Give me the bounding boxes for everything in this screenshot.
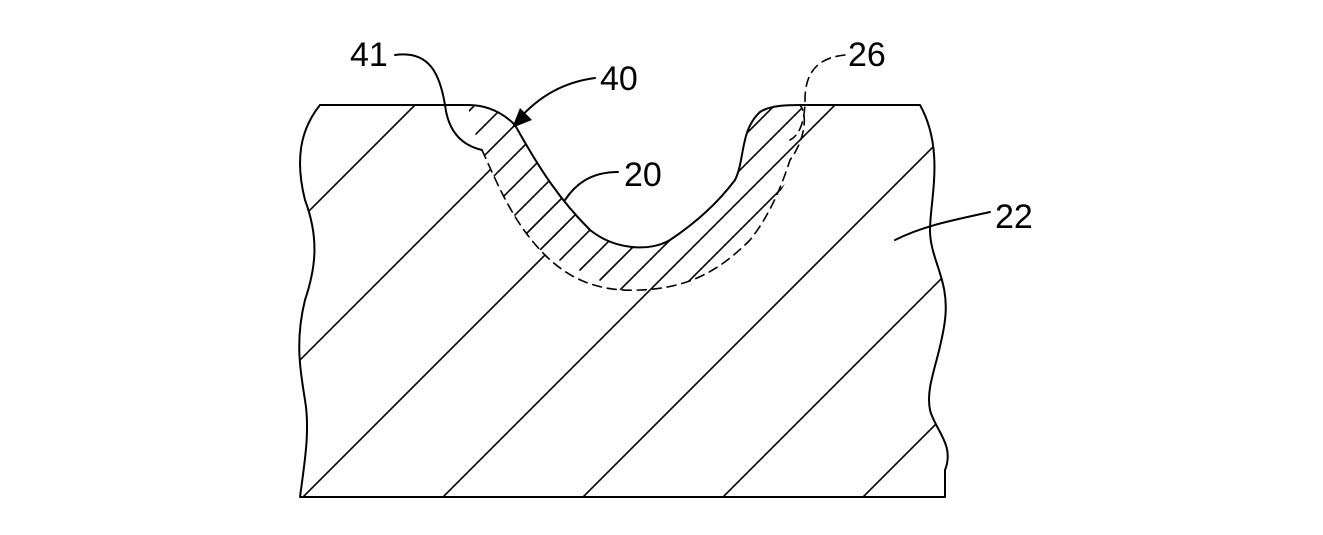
label-26: 26	[848, 36, 886, 74]
leader-20	[564, 171, 619, 201]
leader-22	[894, 211, 991, 241]
substrate-outline	[298, 104, 949, 498]
label-41: 41	[350, 36, 388, 74]
substrate-hatching	[299, 105, 948, 497]
arrowhead-40	[512, 108, 532, 128]
layer-top-surface	[444, 104, 801, 249]
label-22: 22	[995, 198, 1033, 236]
label-20: 20	[624, 156, 662, 194]
leader-40	[517, 77, 596, 121]
leader-41	[394, 53, 446, 106]
region-41-outline	[444, 104, 483, 151]
interface-dashed-line	[481, 104, 806, 291]
label-40: 40	[600, 60, 638, 98]
layer-hatching	[468, 105, 807, 291]
leader-26	[789, 54, 846, 141]
